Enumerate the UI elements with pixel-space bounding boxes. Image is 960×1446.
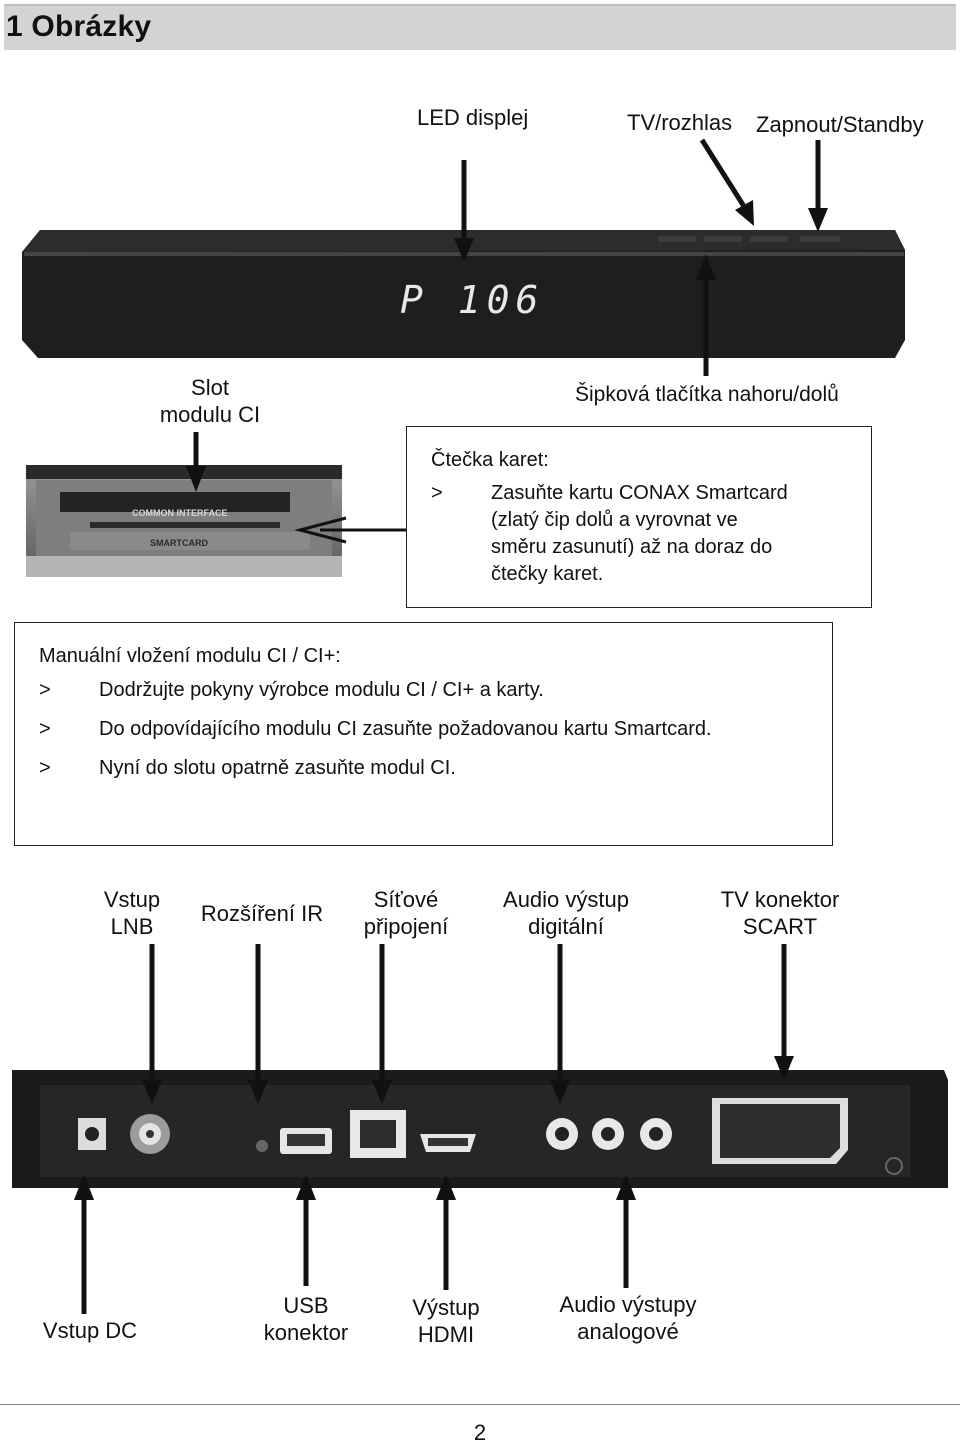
card-reader-title: Čtečka karet: <box>431 449 549 471</box>
card-reader-bullet: > <box>431 482 443 504</box>
card-reader-line: Zasuňte kartu CONAX Smartcard <box>491 482 788 504</box>
manual-ci-item: Nyní do slotu opatrně zasuňte modul CI. <box>99 757 456 779</box>
slot-label-smartcard: SMARTCARD <box>150 538 208 548</box>
manual-ci-item: Do odpovídajícího modulu CI zasuňte poža… <box>99 718 712 740</box>
manual-ci-bullet: > <box>39 718 51 740</box>
manual-ci-item: Dodržujte pokyny výrobce modulu CI / CI+… <box>99 679 544 701</box>
card-reader-line: čtečky karet. <box>491 563 604 585</box>
card-reader-box: Čtečka karet: > Zasuňte kartu CONAX Smar… <box>406 426 872 608</box>
label-audio-digital-2: digitální <box>528 914 604 939</box>
label-lnb-1: Vstup <box>103 887 161 912</box>
label-audio-analog-1: Audio výstupy <box>559 1292 697 1317</box>
label-usb-1: USB <box>283 1293 329 1318</box>
section-title: 1 Obrázky <box>6 10 152 43</box>
label-audio-analog-2: analogové <box>577 1319 679 1344</box>
label-ir: Rozšíření IR <box>200 901 324 926</box>
label-scart-2: SCART <box>742 914 818 939</box>
label-hdmi-1: Výstup <box>412 1295 480 1320</box>
manual-ci-box: Manuální vložení modulu CI / CI+: > Dodr… <box>14 622 833 846</box>
label-lnb-2: LNB <box>110 914 154 939</box>
button-power <box>800 236 840 242</box>
label-arrow-buttons: Šipková tlačítka nahoru/dolů <box>575 383 839 406</box>
label-tv-radio: TV/rozhlas <box>627 110 733 135</box>
label-network-2: připojení <box>363 914 449 939</box>
manual-ci-bullet: > <box>39 679 51 701</box>
led-display-readout: P 106 <box>400 278 545 322</box>
rear-device <box>12 1070 948 1188</box>
label-scart-1: TV konektor <box>720 887 840 912</box>
label-ci-slot-1: Slot <box>191 375 229 400</box>
card-reader-line: směru zasunutí) až na doraz do <box>491 536 773 558</box>
callout-arrows <box>74 138 828 1314</box>
label-audio-digital-1: Audio výstup <box>503 887 629 912</box>
label-ci-slot-2: modulu CI <box>159 402 261 427</box>
button-down <box>658 236 696 242</box>
label-dc: Vstup DC <box>42 1318 138 1343</box>
label-hdmi-2: HDMI <box>417 1322 475 1347</box>
ir-port <box>256 1140 268 1152</box>
card-reader-line: (zlatý čip dolů a vyrovnat ve <box>491 509 738 531</box>
button-up <box>704 236 742 242</box>
slot-label-ci: COMMON INTERFACE <box>132 508 228 518</box>
label-power: Zapnout/Standby <box>756 112 924 137</box>
section-header <box>4 4 956 50</box>
manual-ci-bullet: > <box>39 757 51 779</box>
manual-ci-title: Manuální vložení modulu CI / CI+: <box>39 645 341 667</box>
label-led-display: LED displej <box>417 105 529 130</box>
label-usb-2: konektor <box>263 1320 349 1345</box>
label-network-1: Síťové <box>373 887 439 912</box>
ci-slot-image <box>26 465 342 577</box>
page-number: 2 <box>473 1420 487 1445</box>
button-tv-radio <box>750 236 788 242</box>
footer-divider <box>0 1404 960 1405</box>
